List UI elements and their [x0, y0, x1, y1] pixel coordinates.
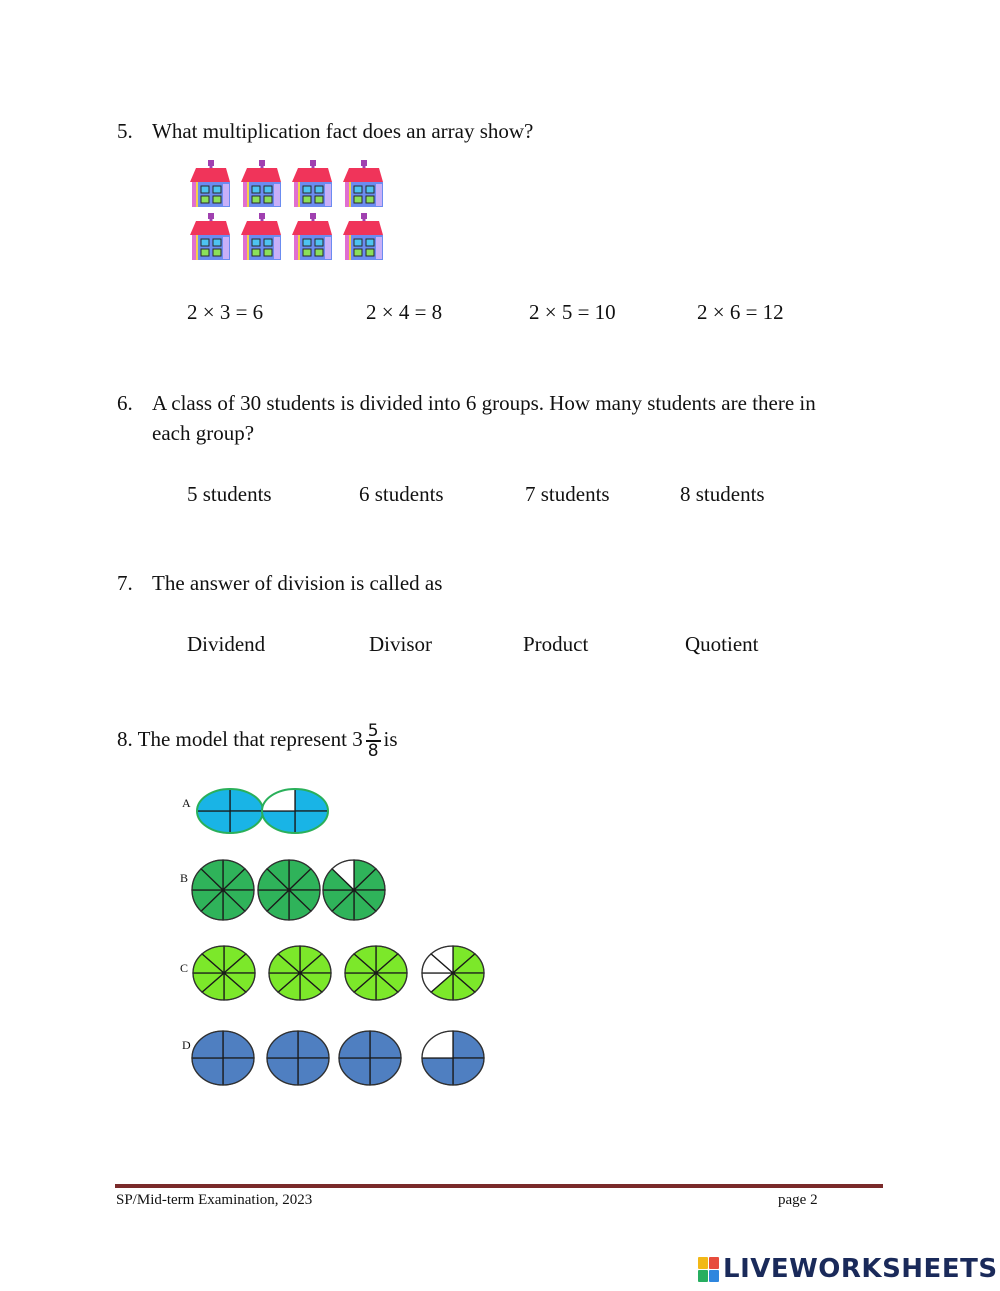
circle-outline: [192, 945, 256, 1001]
circle-outline: [191, 859, 255, 921]
circle-outline: [191, 1030, 255, 1086]
circle-outline: [338, 1030, 402, 1086]
fraction-circle: [196, 788, 264, 834]
circle-outline: [257, 859, 321, 921]
fraction-circle: [266, 1030, 330, 1086]
logo-text: LIVEWORKSHEETS: [723, 1254, 998, 1284]
logo-mark-icon: [698, 1256, 719, 1282]
fraction-circle: [192, 945, 256, 1001]
circle-outline: [421, 945, 485, 1001]
fraction-circle: [257, 859, 321, 921]
option-6-c[interactable]: 7 students: [525, 482, 610, 506]
model-letter-c: C: [180, 961, 189, 975]
model-c[interactable]: [191, 944, 489, 1002]
question-text: The answer of division is called as: [152, 571, 443, 595]
model-a[interactable]: [194, 786, 344, 836]
logo-mark-letter: [698, 1256, 708, 1269]
fraction-circle: [268, 945, 332, 1001]
model-letter-d: D: [182, 1038, 191, 1052]
question-number: 5.: [117, 119, 133, 143]
fraction-circle: [421, 945, 485, 1001]
fraction-circle: [191, 859, 255, 921]
footer-left: SP/Mid-term Examination, 2023: [116, 1192, 313, 1208]
question-text-line1: A class of 30 students is divided into 6…: [152, 391, 816, 415]
logo-mark-letter: [709, 1256, 719, 1269]
fraction-circle: [191, 1030, 255, 1086]
question-number: 6.: [117, 391, 133, 415]
fraction-numerator: 5: [365, 721, 381, 742]
option-6-b[interactable]: 6 students: [359, 482, 444, 506]
house-icon: [342, 159, 384, 208]
fraction-denominator: 8: [367, 741, 379, 761]
house-icon: [190, 159, 231, 208]
question-5: 5. What multiplication fact does an arra…: [117, 116, 533, 146]
circle-outline: [344, 945, 408, 1001]
model-b[interactable]: [191, 857, 396, 923]
liveworksheets-logo: LIVEWORKSHEETS: [698, 1254, 998, 1284]
house-array: [190, 159, 384, 261]
question-7: 7. The answer of division is called as: [117, 568, 442, 598]
logo-mark-letter: [698, 1269, 708, 1282]
house-icon: [240, 212, 282, 261]
circle-outline: [322, 859, 386, 921]
option-6-d[interactable]: 8 students: [680, 482, 765, 506]
question-text: What multiplication fact does an array s…: [152, 119, 534, 143]
footer-page-number: page 2: [778, 1192, 818, 1208]
fraction-circle: [338, 1030, 402, 1086]
model-d[interactable]: [191, 1028, 487, 1088]
house-icon: [291, 159, 333, 208]
option-5-d[interactable]: 2 × 6 = 12: [697, 300, 784, 324]
question-6: 6. A class of 30 students is divided int…: [117, 388, 816, 418]
question-text-end: is: [383, 726, 398, 751]
question-text-line2: each group?: [152, 421, 255, 445]
house-icon: [190, 212, 231, 261]
fraction-circle: [322, 859, 386, 921]
question-number: 7.: [117, 571, 133, 595]
option-7-c[interactable]: Product: [523, 632, 589, 656]
fraction-circle: [344, 945, 408, 1001]
question-text: The model that represent 3: [137, 726, 363, 751]
option-6-a[interactable]: 5 students: [187, 482, 272, 506]
circle-outline: [421, 1030, 485, 1086]
option-5-c[interactable]: 2 × 5 = 10: [529, 300, 616, 324]
circle-outline: [268, 945, 332, 1001]
fraction-circle: [421, 1030, 485, 1086]
option-7-b[interactable]: Divisor: [369, 632, 432, 656]
model-letter-b: B: [180, 871, 189, 885]
option-7-d[interactable]: Quotient: [685, 632, 759, 656]
option-5-b[interactable]: 2 × 4 = 8: [366, 300, 443, 324]
house-icon: [291, 212, 333, 261]
fraction-circle: [261, 788, 329, 834]
question-number: 8.: [117, 726, 133, 751]
circle-outline: [261, 788, 329, 834]
footer-rule: [115, 1184, 883, 1188]
model-letter-a: A: [182, 796, 191, 810]
house-icon: [240, 159, 282, 208]
option-7-a[interactable]: Dividend: [187, 632, 266, 656]
house-icon: [342, 212, 384, 261]
logo-mark-letter: [709, 1269, 719, 1282]
option-5-a[interactable]: 2 × 3 = 6: [187, 300, 264, 324]
circle-outline: [266, 1030, 330, 1086]
